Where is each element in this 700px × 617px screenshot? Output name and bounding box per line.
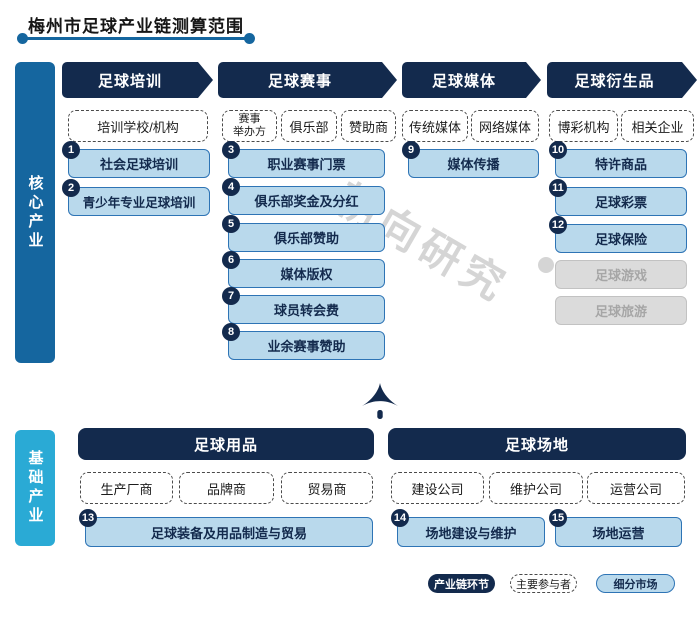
segment-label: 球员转会费 bbox=[273, 303, 339, 318]
segment-number-badge: 6 bbox=[222, 251, 240, 269]
header-football-equipment-label: 足球用品 bbox=[193, 436, 258, 454]
segment-number-badge: 2 bbox=[62, 179, 80, 197]
legend-chain-link: 产业链环节 bbox=[428, 574, 495, 593]
segment-number-badge: 13 bbox=[79, 509, 97, 527]
segment-number-badge: 14 bbox=[391, 509, 409, 527]
header-football-venues-label: 足球场地 bbox=[504, 436, 569, 454]
segment-label: 业余赛事赞助 bbox=[267, 339, 346, 354]
segment-football-games-disabled: 足球游戏 bbox=[555, 260, 687, 289]
title-underline bbox=[23, 37, 249, 40]
segment-media-rights: 6 媒体版权 bbox=[222, 251, 385, 288]
participant-manufacturer: 生产厂商 bbox=[80, 472, 173, 504]
header-football-venues: 足球场地 bbox=[388, 428, 686, 460]
segment-number-badge: 15 bbox=[549, 509, 567, 527]
segment-label: 媒体版权 bbox=[280, 267, 333, 282]
segment-label: 青少年专业足球培训 bbox=[82, 196, 196, 210]
segment-media-distribution: 9 媒体传播 bbox=[402, 141, 539, 178]
participant-trader: 贸易商 bbox=[281, 472, 373, 504]
segment-number-badge: 7 bbox=[222, 287, 240, 305]
participant-related-company: 相关企业 bbox=[621, 110, 694, 142]
base-industry-label: 基础产业 bbox=[26, 450, 44, 526]
header-football-media: 足球媒体 bbox=[402, 62, 541, 98]
header-football-derivatives: 足球衍生品 bbox=[547, 62, 697, 98]
core-industry-bar: 核心产业 bbox=[15, 62, 55, 363]
watermark-dot-end bbox=[538, 257, 554, 273]
header-football-derivatives-label: 足球衍生品 bbox=[574, 72, 655, 90]
participant-club: 俱乐部 bbox=[281, 110, 337, 142]
segment-licensed-goods: 10 特许商品 bbox=[549, 141, 687, 178]
segment-number-badge: 3 bbox=[222, 141, 240, 159]
core-industry-label: 核心产业 bbox=[26, 174, 44, 251]
participant-brand: 品牌商 bbox=[179, 472, 274, 504]
participant-training-school: 培训学校/机构 bbox=[68, 110, 208, 142]
header-football-equipment: 足球用品 bbox=[78, 428, 374, 460]
header-football-training-label: 足球培训 bbox=[97, 72, 162, 90]
title-underline-dot-right bbox=[244, 33, 255, 44]
segment-label: 媒体传播 bbox=[447, 157, 500, 172]
segment-football-lottery: 11 足球彩票 bbox=[549, 179, 687, 216]
segment-number-badge: 8 bbox=[222, 323, 240, 341]
header-football-training: 足球培训 bbox=[62, 62, 213, 98]
segment-club-prize-dividends: 4 俱乐部奖金及分红 bbox=[222, 178, 385, 215]
participant-sponsor: 赞助商 bbox=[341, 110, 396, 142]
page-title: 梅州市足球产业链测算范围 bbox=[28, 17, 244, 36]
legend-market-segment: 细分市场 bbox=[596, 574, 675, 593]
segment-social-football-training: 1 社会足球培训 bbox=[62, 141, 210, 178]
segment-amateur-event-sponsorship: 8 业余赛事赞助 bbox=[222, 323, 385, 360]
legend-main-participant: 主要参与者 bbox=[510, 574, 577, 593]
segment-label: 场地运营 bbox=[592, 525, 645, 541]
base-industry-bar: 基础产业 bbox=[15, 430, 55, 546]
segment-venue-construction-maintenance: 14 场地建设与维护 bbox=[391, 509, 545, 547]
segment-label: 职业赛事门票 bbox=[267, 157, 346, 172]
segment-label: 社会足球培训 bbox=[99, 157, 178, 172]
participant-construction-company: 建设公司 bbox=[391, 472, 484, 504]
segment-label: 场地建设与维护 bbox=[425, 525, 517, 541]
segment-youth-football-training: 2 青少年专业足球培训 bbox=[62, 179, 210, 216]
participant-operating-company: 运营公司 bbox=[587, 472, 685, 504]
segment-number-badge: 12 bbox=[549, 216, 567, 234]
segment-label: 俱乐部奖金及分红 bbox=[254, 194, 359, 209]
segment-football-tourism-disabled: 足球旅游 bbox=[555, 296, 687, 325]
participant-online-media: 网络媒体 bbox=[471, 110, 539, 142]
participant-maintenance-company: 维护公司 bbox=[489, 472, 583, 504]
header-football-media-label: 足球媒体 bbox=[431, 72, 496, 90]
segment-player-transfer-fees: 7 球员转会费 bbox=[222, 287, 385, 324]
header-football-events-label: 足球赛事 bbox=[267, 72, 332, 90]
segment-label: 足球彩票 bbox=[594, 195, 647, 210]
segment-number-badge: 1 bbox=[62, 141, 80, 159]
segment-number-badge: 9 bbox=[402, 141, 420, 159]
segment-number-badge: 11 bbox=[549, 179, 567, 197]
segment-number-badge: 5 bbox=[222, 215, 240, 233]
segment-label: 足球保险 bbox=[594, 232, 647, 247]
participant-event-organizer: 赛事 举办方 bbox=[222, 110, 277, 142]
segment-number-badge: 10 bbox=[549, 141, 567, 159]
segment-number-badge: 4 bbox=[222, 178, 240, 196]
segment-club-sponsorship: 5 俱乐部赞助 bbox=[222, 215, 385, 252]
header-football-events: 足球赛事 bbox=[218, 62, 397, 98]
segment-label: 足球装备及用品制造与贸易 bbox=[150, 525, 307, 541]
segment-label: 特许商品 bbox=[594, 157, 647, 172]
segment-football-insurance: 12 足球保险 bbox=[549, 216, 687, 253]
participant-lottery-agency: 博彩机构 bbox=[549, 110, 618, 142]
segment-pro-event-tickets: 3 职业赛事门票 bbox=[222, 141, 385, 178]
segment-venue-operation: 15 场地运营 bbox=[549, 509, 682, 547]
title-underline-dot-left bbox=[17, 33, 28, 44]
segment-equipment-manufacturing-trade: 13 足球装备及用品制造与贸易 bbox=[79, 509, 373, 547]
participant-traditional-media: 传统媒体 bbox=[402, 110, 468, 142]
up-arrow-icon bbox=[360, 383, 400, 426]
segment-label: 俱乐部赞助 bbox=[273, 231, 339, 246]
